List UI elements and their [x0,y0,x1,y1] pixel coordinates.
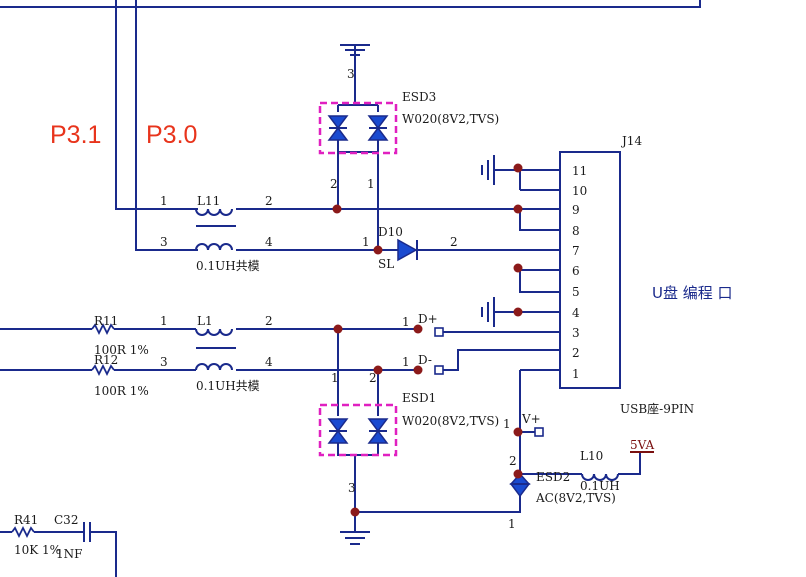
j14-footprint: USB座-9PIN [620,401,694,416]
esd2-value: AC(8V2,TVS) [535,491,616,505]
esd3-array [318,44,398,250]
j14-pin-10: 10 [572,184,587,198]
vplus-pin: 1 [503,417,511,431]
j14-pin-5: 5 [572,285,580,299]
r11-ref: R11 [94,314,118,328]
l1-pin4: 4 [265,355,273,369]
d10-net: SL [378,257,394,271]
vplus-branch [509,427,654,498]
j14-label: U盘 编程 口 [652,284,733,302]
j14-ref: J14 [620,134,642,148]
l1-pin3: 3 [160,355,168,369]
j14-pin-1: 1 [572,367,580,381]
l11-pin4: 4 [265,235,273,249]
r12-ref: R12 [94,353,118,367]
l1-value: 0.1UH共模 [196,379,260,393]
esd1-ref: ESD1 [402,391,436,405]
dminus-pin: 1 [402,355,410,369]
l1-pin1: 1 [160,314,168,328]
power-5va: 5VA [630,438,654,452]
d10-ref: D10 [378,225,403,239]
testpoint-dminus [434,365,444,375]
esd1-pin3: 3 [348,481,356,495]
dplus-pin: 1 [402,315,410,329]
d10-pin2: 2 [450,235,458,249]
esd1-pin1: 1 [331,371,339,385]
r41-c32 [0,522,117,577]
dminus-net: D- [418,353,432,367]
j14-pin-4: 4 [572,306,580,320]
r12-value: 100R 1% [94,384,149,398]
l11-pin3: 3 [160,235,168,249]
dplus-net: D+ [418,312,438,326]
testpoint-dplus [434,327,444,337]
l1-pin2: 2 [265,314,273,328]
j14-pin-3: 3 [572,326,580,340]
vplus-net: V+ [521,412,541,426]
connector-j14 [440,151,621,432]
l11-choke [195,208,560,251]
d10-pin1: 1 [362,235,370,249]
c32-value: 1NF [56,547,82,561]
esd3-ref: ESD3 [402,90,436,104]
r41-ref: R41 [14,513,38,527]
d10-diode [380,238,560,262]
l11-pin1: 1 [160,194,168,208]
annotation-p30: P3.0 [146,121,197,149]
j14-pin-numbers: 11 10 9 8 7 6 5 4 3 2 1 [572,164,587,381]
l10-value: 0.1UH [580,479,620,493]
esd1-value: W020(8V2,TVS) [402,414,499,428]
esd2-pin2: 2 [509,454,517,468]
junction-dots [332,163,523,517]
esd3-pin3: 3 [347,67,355,81]
esd1-pin2: 2 [369,371,377,385]
esd3-pin2: 2 [330,177,338,191]
c32-ref: C32 [54,513,78,527]
d-lines [0,322,418,377]
esd1-array [318,329,521,545]
j14-pin-8: 8 [572,224,580,238]
l11-pin2: 2 [265,194,273,208]
j14-pin-2: 2 [572,346,580,360]
j14-pin-6: 6 [572,264,580,278]
annotation-p31: P3.1 [50,121,101,149]
esd3-pin1: 1 [367,177,375,191]
esd3-value: W020(8V2,TVS) [402,112,499,126]
j14-pin-11: 11 [572,164,587,178]
esd2-pin1: 1 [508,517,516,531]
l1-ref: L1 [197,314,213,328]
l10-ref: L10 [580,449,603,463]
l11-value: 0.1UH共模 [196,259,260,273]
j14-pin-9: 9 [572,203,580,217]
r41-value: 10K 1% [14,543,61,557]
esd2-ref: ESD2 [536,470,570,484]
r11-value: 100R 1% [94,343,149,357]
l11-ref: L11 [197,194,220,208]
j14-pin-7: 7 [572,244,580,258]
top-wires [0,0,701,251]
